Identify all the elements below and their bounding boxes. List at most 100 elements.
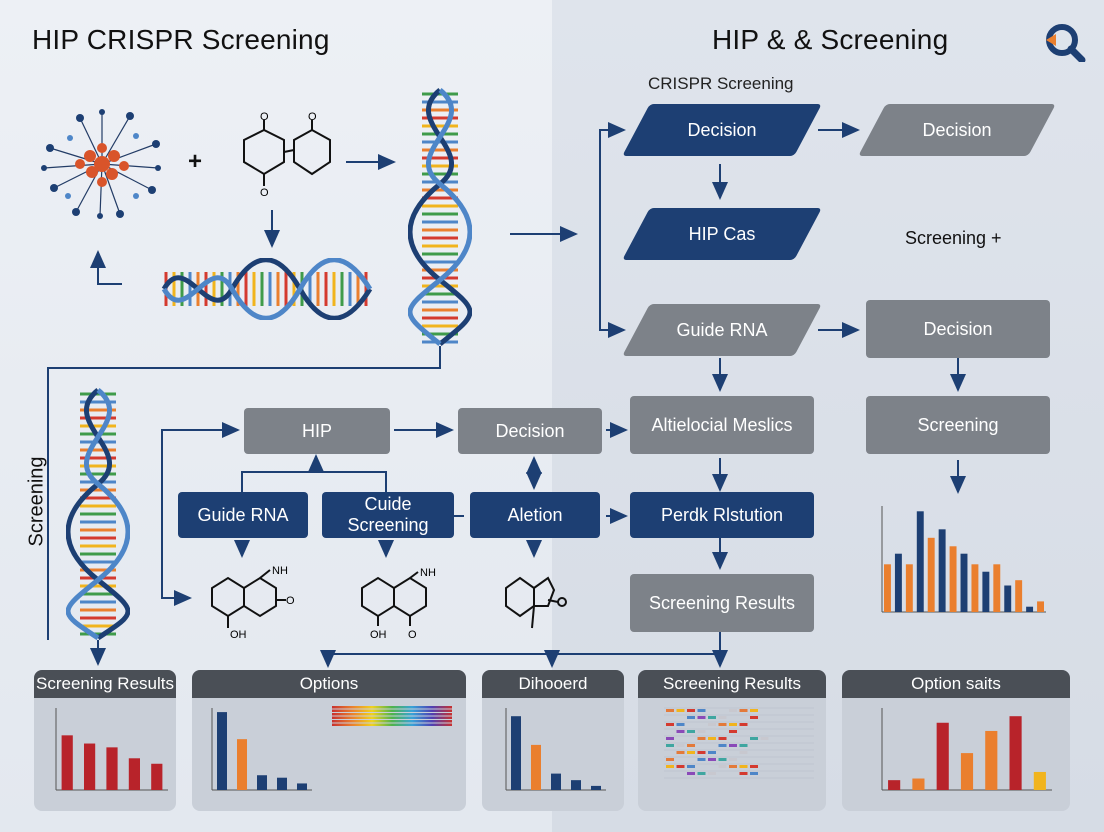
heatmap-cell — [750, 716, 758, 719]
heatmap-cell — [676, 765, 685, 768]
chart-bar — [151, 763, 163, 790]
panel-title: Options — [192, 670, 466, 698]
crispr-subtitle: CRISPR Screening — [648, 74, 794, 93]
chart-bar — [936, 722, 949, 790]
heatmap-cell — [687, 772, 695, 775]
heatmap-cell — [718, 737, 727, 740]
decision-top-node[interactable]: Decision — [622, 104, 822, 156]
heatmap-cell — [708, 751, 716, 754]
heatmap-cell — [718, 744, 727, 747]
chart-bar — [927, 537, 935, 612]
heatmap-cell — [697, 709, 706, 712]
heatmap-cell — [666, 744, 674, 747]
heatmap-cell — [708, 772, 716, 775]
heatmap-cell — [666, 737, 674, 740]
chart-bar — [128, 758, 140, 790]
chart-bar — [982, 571, 990, 612]
chart-bar — [912, 778, 925, 790]
chart-bar — [1033, 771, 1046, 790]
chart-bar — [531, 744, 541, 790]
heatmap-cell — [687, 709, 695, 712]
heatmap-cell — [718, 716, 727, 719]
spectrum-band — [332, 713, 452, 716]
decision-mid-node[interactable]: Decision — [458, 408, 602, 454]
node-label: Decision — [922, 119, 992, 140]
node-label: Guide RNA — [676, 319, 768, 340]
chart-bar — [894, 553, 902, 612]
dna-horizontal-icon — [161, 258, 373, 320]
heatmap-cell — [676, 744, 685, 747]
guide-rna-grey-node[interactable]: Guide RNA — [622, 304, 822, 356]
panel-title: Option saits — [842, 670, 1070, 698]
heatmap-cell — [666, 758, 674, 761]
heatmap-cell — [718, 758, 727, 761]
screening-results-node[interactable]: Screening Results — [630, 574, 814, 632]
chart-bar — [993, 564, 1001, 612]
chart-bar — [551, 773, 561, 790]
heatmap-cell — [750, 765, 758, 768]
screening-plus-label: Screening + — [905, 228, 1002, 248]
heatmap-cell — [750, 772, 758, 775]
heatmap-cell — [729, 765, 737, 768]
spectrum-band — [332, 720, 452, 723]
chart-bar — [237, 739, 247, 790]
heatmap-cell — [729, 730, 737, 733]
heatmap-cell — [760, 737, 769, 740]
chart-bar — [1015, 580, 1023, 612]
molecule-label: O — [260, 187, 269, 199]
nanoparticle-icon — [41, 109, 161, 219]
chart-bar — [960, 753, 974, 790]
screening-right-node[interactable]: Screening — [866, 396, 1050, 454]
decision-right-node[interactable]: Decision — [866, 300, 1050, 358]
node-label: HIP Cas — [688, 223, 756, 244]
aletion-node[interactable]: Aletion — [470, 492, 600, 538]
perdk-node[interactable]: Perdk Rlstution — [630, 492, 814, 538]
magnifier-logo-icon — [1046, 24, 1086, 62]
molecule-1-icon: NH O OH — [211, 565, 295, 641]
heatmap-cell — [666, 765, 674, 768]
heatmap-cell — [687, 730, 695, 733]
molecule-label: O — [260, 112, 269, 123]
molecule-label: O — [286, 595, 295, 607]
heatmap-cell — [687, 765, 695, 768]
heatmap-cell — [739, 744, 748, 747]
panel-3-chart — [505, 708, 606, 791]
dna-vertical-left-icon — [66, 388, 130, 640]
chart-bar — [257, 775, 267, 790]
heatmap-cell — [729, 709, 737, 712]
chart-bar — [1004, 585, 1012, 612]
heatmap-cell — [739, 772, 748, 775]
molecule-3-icon — [505, 576, 567, 629]
chart-bar — [985, 730, 998, 790]
heatmap-cell — [729, 758, 737, 761]
heatmap-cell — [697, 772, 706, 775]
heatmap-cell — [718, 723, 727, 726]
chart-bar — [84, 743, 96, 790]
guide-rna-node[interactable]: Guide RNA — [178, 492, 308, 538]
chart-bar — [938, 529, 946, 612]
altielocial-node[interactable]: Altielocial Meslics — [630, 396, 814, 454]
chart-bar — [61, 735, 73, 790]
chart-bar — [1009, 716, 1022, 790]
spectrum-band — [332, 716, 452, 719]
hip-cas-node[interactable]: HIP Cas — [622, 208, 822, 260]
heatmap-cell — [697, 758, 706, 761]
heatmap-cell — [676, 723, 685, 726]
heatmap-cell — [729, 723, 737, 726]
heatmap-cell — [718, 765, 727, 768]
heatmap-cell — [666, 709, 674, 712]
heatmap-cell — [739, 751, 748, 754]
left-title: HIP CRISPR Screening — [32, 24, 330, 55]
spectrum-band — [332, 723, 452, 726]
hip-node[interactable]: HIP — [244, 408, 390, 454]
spectrum-band — [332, 709, 452, 712]
heatmap-cell — [729, 744, 737, 747]
heatmap-cell — [739, 723, 748, 726]
decision-top-right-node[interactable]: Decision — [858, 104, 1056, 156]
cuide-screening-node[interactable]: Cuide Screening — [322, 492, 454, 538]
panel-title: Dihooerd — [482, 670, 624, 698]
molecule-label: NH — [272, 565, 288, 577]
panel-title: Screening Results — [34, 670, 176, 698]
heatmap-cell — [697, 730, 706, 733]
